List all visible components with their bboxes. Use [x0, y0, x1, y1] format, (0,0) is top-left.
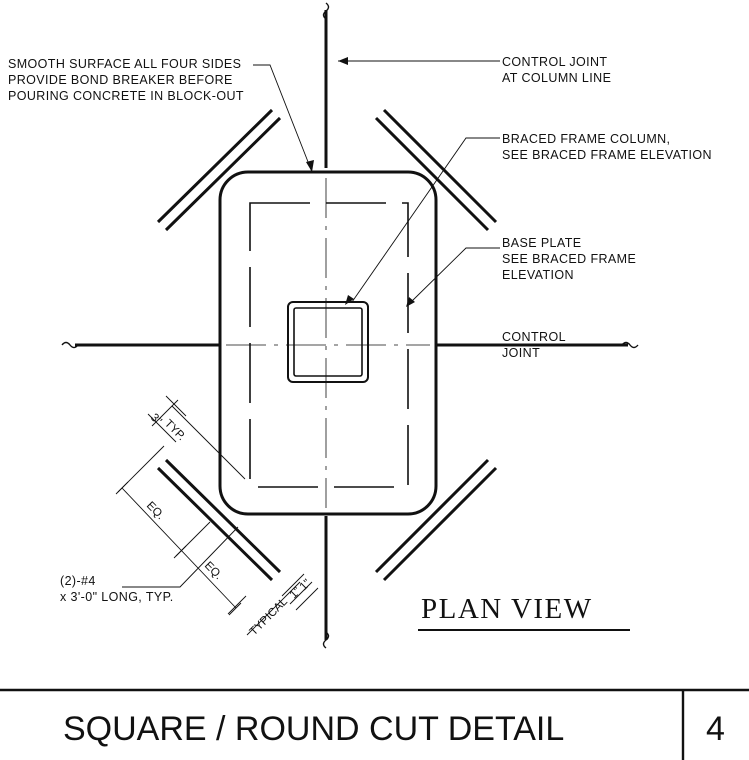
- detail-title: SQUARE / ROUND CUT DETAIL: [63, 710, 564, 748]
- dimension-eq-2: EQ.: [202, 560, 224, 582]
- note-base-plate-line-2: SEE BRACED FRAME: [502, 252, 636, 266]
- column-inner: [293, 307, 363, 377]
- column-outer: [287, 301, 369, 383]
- dimension-typ: TYP.: [162, 418, 188, 444]
- dimension-eq-1: EQ.: [144, 500, 166, 522]
- note-rebar-line-1: (2)-#4: [60, 574, 96, 588]
- break-symbol-left: [61, 341, 79, 349]
- note-control-joint-line-1: CONTROL: [502, 330, 566, 344]
- note-smooth-surface-line-1: SMOOTH SURFACE ALL FOUR SIDES: [8, 57, 241, 71]
- dimension-typical: TYPICAL: [248, 595, 291, 638]
- break-symbol-bottom: [322, 631, 330, 649]
- break-symbol-right: [621, 341, 639, 349]
- note-control-joint-column-line-1: CONTROL JOINT: [502, 55, 607, 69]
- rebar-upper-right: [374, 108, 498, 232]
- note-control-joint-line-2: JOINT: [502, 346, 540, 360]
- arrowheads: [306, 57, 415, 307]
- note-control-joint-column-line-2: AT COLUMN LINE: [502, 71, 611, 85]
- note-base-plate-line-1: BASE PLATE: [502, 236, 582, 250]
- note-smooth-surface-line-2: PROVIDE BOND BREAKER BEFORE: [8, 73, 233, 87]
- note-base-plate-line-3: ELEVATION: [502, 268, 574, 282]
- block-out-outline: [218, 170, 438, 516]
- rebar-lower-right: [374, 458, 498, 582]
- dimension-lines: [115, 395, 319, 636]
- plan-view-label: PLAN VIEW: [421, 593, 593, 625]
- note-braced-frame-column-line-2: SEE BRACED FRAME ELEVATION: [502, 148, 712, 162]
- break-symbol-top: [322, 2, 330, 20]
- note-braced-frame-column-line-1: BRACED FRAME COLUMN,: [502, 132, 670, 146]
- note-rebar-line-2: x 3'-0" LONG, TYP.: [60, 590, 174, 604]
- detail-number: 4: [706, 710, 725, 748]
- rebar-lower-left: [156, 458, 282, 582]
- leader-lines: [122, 60, 500, 588]
- note-smooth-surface-line-3: POURING CONCRETE IN BLOCK-OUT: [8, 89, 244, 103]
- dimension-three-inch: 3": [148, 412, 164, 428]
- rebar-upper-left: [156, 108, 282, 232]
